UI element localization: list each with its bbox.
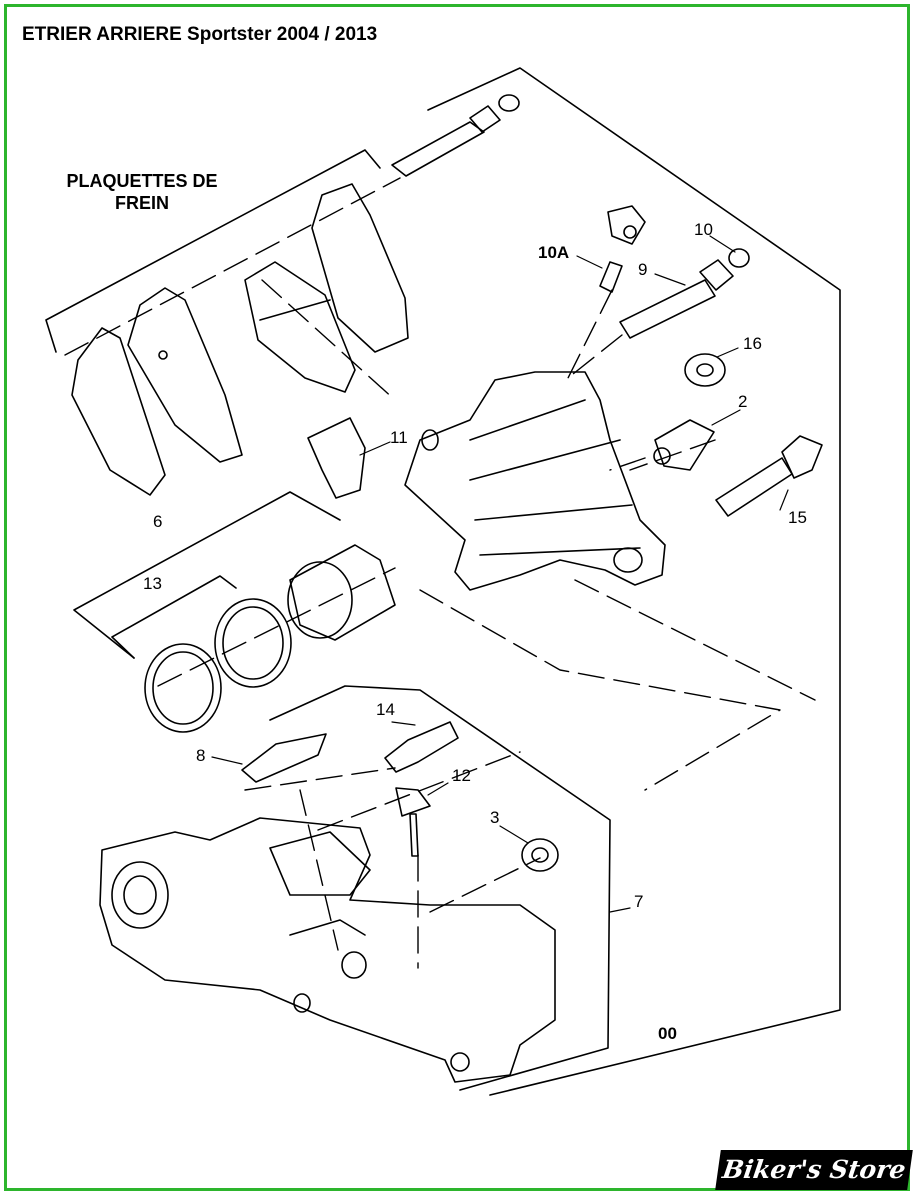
bracket-00 [427, 67, 841, 1096]
callout-3: 3 [490, 808, 500, 827]
callout-6: 6 [153, 512, 163, 531]
pin-12 [395, 787, 431, 857]
bushing-2 [653, 419, 715, 471]
pin-9 [619, 248, 750, 339]
callout-12: 12 [452, 766, 471, 785]
fitting-14 [384, 721, 459, 773]
bracket-pads [45, 149, 381, 353]
brake-pads-label-line2: FREIN [115, 193, 169, 213]
pin-top [391, 94, 520, 177]
callout-10A: 10A [538, 243, 570, 262]
caliper-mount-bracket [99, 817, 556, 1083]
store-watermark-logo: Biker's Store [715, 1150, 913, 1190]
brake-pad-4 [311, 183, 409, 353]
callout-16: 16 [743, 334, 762, 353]
callout-13: 13 [143, 574, 162, 593]
callout-10: 10 [694, 220, 713, 239]
bleeder-cap [607, 205, 646, 245]
callout-14: 14 [376, 700, 395, 719]
diagram-title: ETRIER ARRIERE Sportster 2004 / 2013 [22, 24, 378, 45]
green-frame-border [4, 4, 910, 1191]
brake-pads-label-line1: PLAQUETTES DE [66, 171, 218, 191]
pin-15 [715, 435, 823, 517]
callout-7: 7 [634, 892, 644, 911]
washer-16 [684, 353, 726, 387]
plug-3 [521, 838, 559, 872]
dashed-assembly-lines [64, 177, 816, 969]
callout-2: 2 [738, 392, 748, 411]
bracket-13 [111, 575, 237, 659]
clip-8 [241, 733, 327, 783]
bracket-6 [73, 491, 341, 659]
brake-pads-label: PLAQUETTES DE FREIN [30, 170, 254, 214]
callout-15: 15 [788, 508, 807, 527]
seal-13a [214, 598, 292, 688]
brake-pad-1 [71, 327, 166, 496]
callout-leaders [211, 235, 789, 913]
brake-pad-3 [244, 261, 356, 393]
callout-11: 11 [390, 428, 408, 447]
callout-8: 8 [196, 746, 206, 765]
clip-11 [307, 417, 366, 499]
caliper-body [404, 371, 666, 591]
brake-pad-2 [127, 287, 243, 463]
callout-00: 00 [658, 1024, 677, 1043]
callout-9: 9 [638, 260, 648, 279]
bracket-7 [269, 685, 611, 1091]
bleeder-screw-10A [599, 261, 623, 293]
piston-6 [287, 544, 396, 641]
seal-13b [144, 643, 222, 733]
